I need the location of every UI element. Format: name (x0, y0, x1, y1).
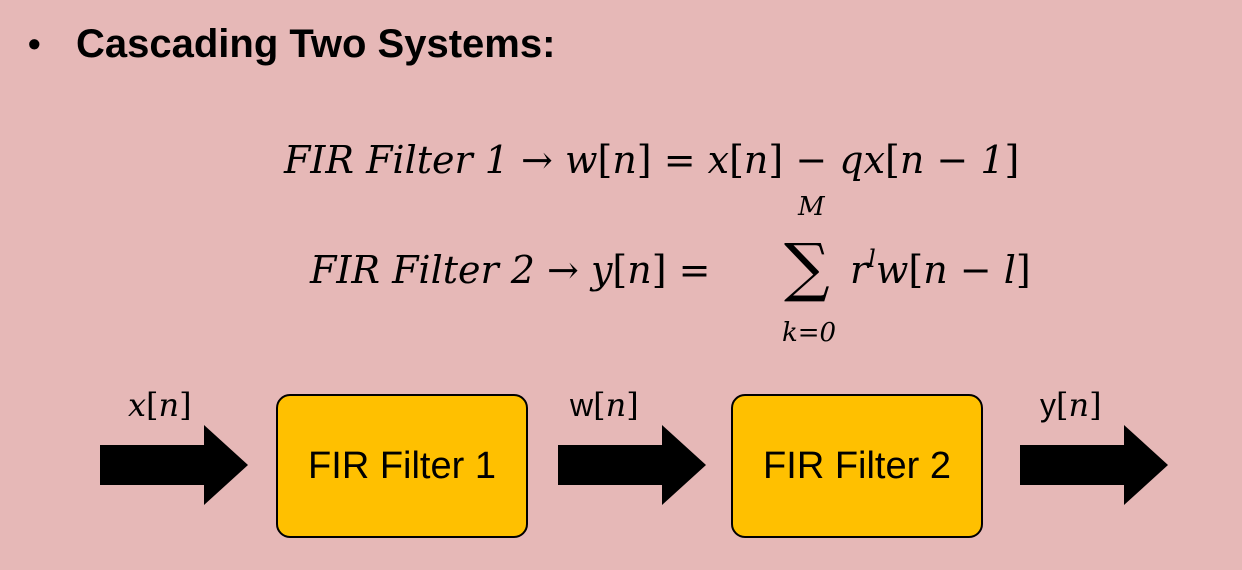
eq2-base: r (850, 248, 869, 292)
output-signal-label: y[n] (1040, 386, 1102, 424)
fir-filter-2-block: FIR Filter 2 (731, 394, 983, 538)
heading-title: Cascading Two Systems: (76, 21, 556, 66)
input-index: n (158, 386, 180, 424)
eq2-equals: = (678, 248, 711, 292)
eq1-lhs: FIR Filter 1 (284, 138, 509, 182)
eq2-shift: n − l (923, 248, 1016, 292)
output-var: y (1040, 387, 1056, 423)
slide-heading: • Cascading Two Systems: (28, 14, 555, 74)
eq1-minus: − (795, 138, 828, 182)
equation-fir-filter-2-lhs: FIR Filter 2 → y[n] = (310, 248, 711, 292)
input-var: x (128, 386, 147, 424)
output-arrow-icon (1020, 425, 1168, 505)
eq1-term1: x (707, 138, 730, 182)
equation-fir-filter-1: FIR Filter 1 → w[n] = x[n] − qx[n − 1] (284, 138, 1020, 182)
eq1-index: n (612, 138, 637, 182)
sum-upper-limit: M (798, 192, 825, 222)
middle-arrow-icon (558, 425, 706, 505)
eq1-shift: n − 1 (899, 138, 1005, 182)
eq2-exponent: l (868, 245, 876, 273)
eq1-term1-index: n (743, 138, 769, 182)
mid-var: w (570, 387, 594, 423)
eq2-arrow: → (547, 248, 579, 292)
eq2-index: n (627, 248, 652, 292)
input-signal-label: x[n] (128, 386, 192, 424)
eq2-lhs: FIR Filter 2 (310, 248, 535, 292)
input-arrow-icon (100, 425, 248, 505)
bullet-icon: • (28, 23, 41, 64)
output-index: n (1068, 386, 1090, 424)
eq1-term2: x (863, 138, 886, 182)
mid-index: n (605, 386, 627, 424)
sum-icon: ∑ (784, 231, 830, 305)
eq1-coef: q (839, 138, 864, 182)
eq2-output: y (590, 248, 613, 292)
sum-lower-limit-text: k=0 (782, 318, 837, 348)
eq2-term: w (875, 248, 909, 292)
equation-fir-filter-2-rhs: rlw[n − l] (850, 245, 1031, 292)
sum-lower-limit: k=0 (782, 318, 836, 348)
eq1-output: w (564, 138, 598, 182)
sum-upper-limit-text: M (798, 192, 825, 222)
eq1-equals: = (663, 138, 696, 182)
intermediate-signal-label: w[n] (570, 386, 639, 424)
fir-filter-1-block: FIR Filter 1 (276, 394, 528, 538)
eq1-arrow: → (521, 138, 553, 182)
